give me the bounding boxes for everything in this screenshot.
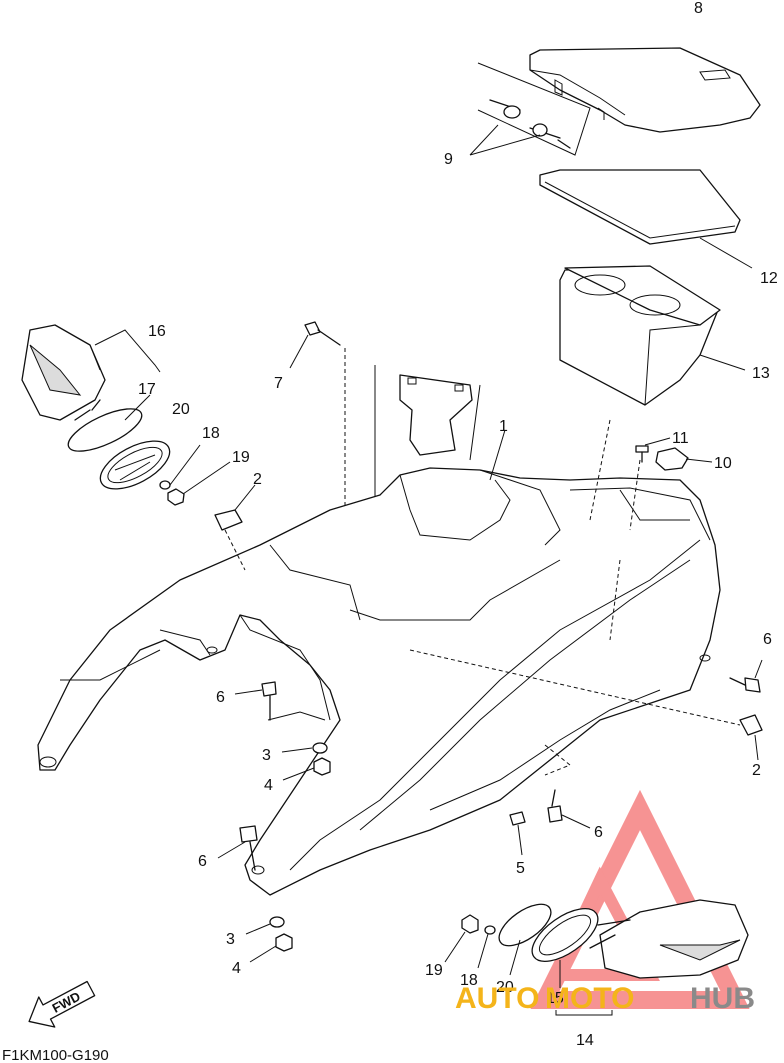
- callout-18b: 18: [460, 972, 478, 989]
- leader-6a: [234, 689, 263, 695]
- callout-6d: 6: [594, 824, 603, 841]
- part-4-nut-b[interactable]: [275, 933, 293, 952]
- leader-16: [94, 329, 161, 373]
- callout-3b: 3: [226, 931, 235, 948]
- part-6-bolt-d[interactable]: [547, 789, 563, 823]
- leader-4b: [249, 945, 277, 963]
- callout-2b: 2: [752, 762, 761, 779]
- part-4-nut-a[interactable]: [313, 757, 331, 776]
- callout-1: 1: [499, 418, 508, 435]
- dash-2a: [224, 529, 246, 571]
- part-15-gasket-right[interactable]: [524, 898, 607, 971]
- callout-13: 13: [752, 365, 770, 382]
- part-14-light-housing-right[interactable]: [589, 899, 749, 979]
- watermark-text-part1: AUTO: [455, 982, 539, 1015]
- part-5-clip[interactable]: [509, 811, 526, 826]
- callout-10: 10: [714, 455, 732, 472]
- callout-6b: 6: [763, 631, 772, 648]
- callout-20b: 20: [496, 979, 514, 996]
- leader-17: [124, 394, 151, 421]
- part-1-body-cover[interactable]: [37, 467, 721, 896]
- leader-18a: [169, 444, 201, 486]
- leader-13: [699, 354, 746, 371]
- callout-6a: 6: [216, 689, 225, 706]
- callout-14: 14: [576, 1032, 594, 1049]
- part-13-storage-bin[interactable]: [559, 265, 721, 406]
- leader-1: [489, 429, 506, 481]
- part-20-lens-right[interactable]: [492, 896, 557, 953]
- figure-code: F1KM100-G190: [2, 1047, 109, 1063]
- watermark-text-part2: MOTO: [545, 982, 634, 1015]
- leader-19b: [444, 931, 466, 963]
- part-18-washer-right[interactable]: [484, 925, 496, 935]
- callout-11: 11: [672, 430, 689, 447]
- dash-11: [629, 459, 641, 531]
- leader-6d: [561, 814, 591, 829]
- leader-3b: [245, 923, 271, 935]
- part-19-nut-right[interactable]: [461, 914, 479, 934]
- callout-8: 8: [694, 0, 703, 17]
- leader-12: [699, 237, 753, 269]
- dash-clip-right: [409, 649, 741, 726]
- callout-4b: 4: [232, 960, 241, 977]
- part-6-bolt-b[interactable]: [729, 677, 761, 693]
- part-6-bolt-c[interactable]: [239, 825, 258, 871]
- callout-19b: 19: [425, 962, 443, 979]
- callout-2a: 2: [253, 471, 262, 488]
- part-3-washer-b[interactable]: [269, 916, 285, 928]
- dash-lower: [544, 744, 571, 776]
- leader-11: [644, 437, 671, 446]
- leader-18b: [477, 933, 489, 969]
- leader-19a: [182, 461, 231, 495]
- part-20-lens-left[interactable]: [93, 431, 177, 498]
- callout-20a: 20: [172, 401, 190, 418]
- part-10-clip[interactable]: [655, 447, 689, 471]
- watermark-text: AUTO MOTO HUB: [455, 982, 755, 1015]
- leader-20b: [509, 939, 521, 976]
- callout-16: 16: [148, 323, 166, 340]
- callout-12: 12: [760, 270, 778, 287]
- part-18-washer-left[interactable]: [159, 480, 171, 490]
- part-9-latch[interactable]: [469, 62, 591, 156]
- leader-2b: [754, 734, 759, 761]
- dash-bin: [589, 419, 611, 521]
- leader-4a: [282, 767, 315, 781]
- callout-17: 17: [138, 381, 156, 398]
- part-2-clip-left[interactable]: [214, 509, 243, 531]
- part-11-screw[interactable]: [635, 445, 649, 463]
- part-17-gasket[interactable]: [63, 399, 147, 460]
- leader-2a: [234, 484, 256, 511]
- part-2-clip-right[interactable]: [739, 714, 763, 736]
- fwd-arrow: FWD: [28, 980, 96, 1028]
- leader-10: [685, 458, 713, 463]
- callout-19a: 19: [232, 449, 250, 466]
- callout-7: 7: [274, 375, 283, 392]
- leader-5: [517, 824, 523, 856]
- callout-15: 15: [546, 990, 564, 1007]
- part-6-bolt-a[interactable]: [261, 681, 277, 721]
- part-19-nut-left[interactable]: [167, 488, 185, 506]
- callout-6c: 6: [198, 853, 207, 870]
- leader-3a: [281, 747, 313, 753]
- callout-3a: 3: [262, 747, 271, 764]
- callout-5: 5: [516, 860, 525, 877]
- leader-6c: [217, 841, 246, 859]
- leader-6b: [754, 659, 763, 679]
- watermark-text-part3: HUB: [690, 982, 755, 1015]
- part-3-washer-a[interactable]: [312, 742, 328, 754]
- callout-18a: 18: [202, 425, 220, 442]
- part-16-light-housing[interactable]: [21, 324, 106, 421]
- part-bracket[interactable]: [374, 365, 481, 520]
- part-7-bolt[interactable]: [304, 321, 341, 346]
- leader-7: [289, 334, 309, 369]
- bracket-6a-3: [267, 711, 326, 721]
- fwd-label: FWD: [50, 989, 83, 1016]
- part-12-pad[interactable]: [539, 169, 741, 245]
- part-8-seat-lid[interactable]: [529, 47, 761, 133]
- callout-9: 9: [444, 151, 453, 168]
- leader-14: [555, 1010, 613, 1016]
- callout-4a: 4: [264, 777, 273, 794]
